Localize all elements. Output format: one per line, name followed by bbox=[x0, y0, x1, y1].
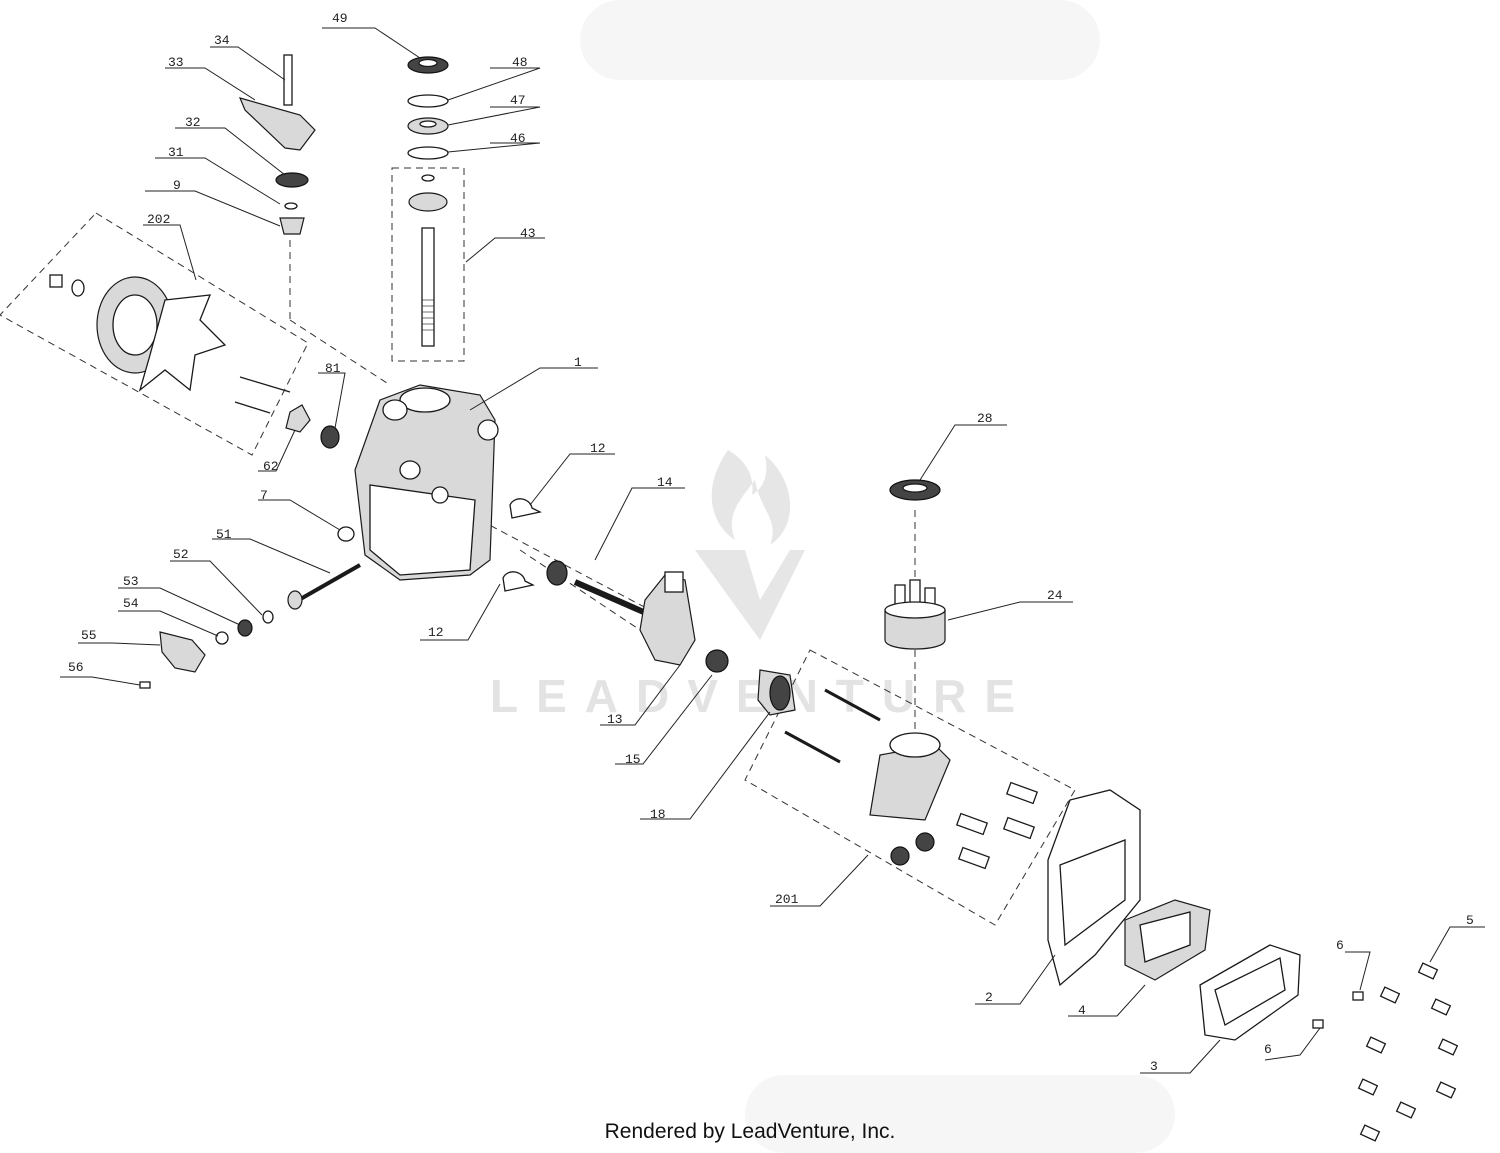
callout-81[interactable]: 81 bbox=[325, 361, 341, 376]
fan-blades[interactable] bbox=[138, 294, 227, 392]
callout-3[interactable]: 3 bbox=[1150, 1059, 1158, 1074]
callout-51[interactable]: 51 bbox=[216, 527, 232, 542]
callout-54[interactable]: 54 bbox=[123, 596, 139, 611]
fan-bolt[interactable] bbox=[49, 274, 63, 288]
callout-14[interactable]: 14 bbox=[657, 475, 673, 490]
watermark-text: LEADVENTURE bbox=[490, 670, 1033, 722]
part-12-clip[interactable] bbox=[502, 571, 535, 592]
callout-49[interactable]: 49 bbox=[332, 11, 348, 26]
part-32-seal[interactable] bbox=[275, 172, 309, 188]
part-24-block[interactable] bbox=[884, 609, 946, 650]
part-15-seal[interactable] bbox=[705, 649, 729, 673]
callout-labels: 49 48 47 46 43 34 33 32 31 9 202 1 81 62… bbox=[68, 11, 1474, 1074]
callout-48[interactable]: 48 bbox=[512, 55, 528, 70]
callout-24[interactable]: 24 bbox=[1047, 588, 1063, 603]
part-54-washer[interactable] bbox=[215, 631, 229, 645]
shaft-assembly-box bbox=[391, 167, 465, 362]
callout-202[interactable]: 202 bbox=[147, 212, 170, 227]
callout-43[interactable]: 43 bbox=[520, 226, 536, 241]
fan-pin bbox=[234, 401, 271, 414]
fan-pin bbox=[239, 376, 291, 393]
callout-15[interactable]: 15 bbox=[625, 752, 641, 767]
callout-52[interactable]: 52 bbox=[173, 547, 189, 562]
part-12-clip[interactable] bbox=[509, 498, 542, 519]
axis-line bbox=[289, 319, 391, 386]
part-6-screw[interactable] bbox=[1312, 1019, 1324, 1029]
part-81-bearing[interactable] bbox=[320, 425, 340, 449]
callout-12-upper[interactable]: 12 bbox=[590, 441, 606, 456]
fan-assembly-box bbox=[0, 212, 309, 456]
callout-33[interactable]: 33 bbox=[168, 55, 184, 70]
callout-47[interactable]: 47 bbox=[510, 93, 526, 108]
part-52-ring[interactable] bbox=[262, 610, 274, 624]
center-pin bbox=[824, 688, 881, 722]
callout-28[interactable]: 28 bbox=[977, 411, 993, 426]
callout-2[interactable]: 2 bbox=[985, 990, 993, 1005]
callout-32[interactable]: 32 bbox=[185, 115, 201, 130]
callout-6-upper[interactable]: 6 bbox=[1336, 938, 1344, 953]
callout-53[interactable]: 53 bbox=[123, 574, 139, 589]
center-bolts bbox=[955, 781, 1039, 870]
part-53-seal[interactable] bbox=[237, 619, 253, 637]
part-14-bearing[interactable] bbox=[546, 560, 568, 586]
part-34-bolt[interactable] bbox=[283, 54, 293, 106]
input-shaft[interactable] bbox=[421, 227, 435, 347]
part-62-hub[interactable] bbox=[285, 404, 311, 433]
part-14-shaft[interactable] bbox=[573, 579, 657, 620]
callout-7[interactable]: 7 bbox=[260, 488, 268, 503]
callout-12-lower[interactable]: 12 bbox=[428, 625, 444, 640]
part-31-washer[interactable] bbox=[284, 202, 298, 210]
part-46-ring[interactable] bbox=[407, 146, 449, 160]
callout-55[interactable]: 55 bbox=[81, 628, 97, 643]
callout-62[interactable]: 62 bbox=[263, 459, 279, 474]
callout-34[interactable]: 34 bbox=[214, 33, 230, 48]
part-6-screw[interactable] bbox=[1352, 991, 1364, 1001]
part-9-bushing[interactable] bbox=[279, 217, 305, 235]
check-valve[interactable] bbox=[890, 846, 910, 866]
part-7-plug[interactable] bbox=[337, 526, 355, 542]
background-shape bbox=[745, 1075, 1175, 1153]
callout-56[interactable]: 56 bbox=[68, 660, 84, 675]
part-5-bolts[interactable] bbox=[1357, 962, 1459, 1142]
center-section-box bbox=[744, 649, 1076, 926]
callout-18[interactable]: 18 bbox=[650, 807, 666, 822]
callout-201[interactable]: 201 bbox=[775, 892, 799, 907]
callout-31[interactable]: 31 bbox=[168, 145, 184, 160]
leader-lines bbox=[60, 27, 1485, 1074]
part-1-housing[interactable] bbox=[354, 384, 499, 581]
callout-5[interactable]: 5 bbox=[1466, 913, 1474, 928]
callout-4[interactable]: 4 bbox=[1078, 1003, 1086, 1018]
callout-13[interactable]: 13 bbox=[607, 712, 623, 727]
callout-46[interactable]: 46 bbox=[510, 131, 526, 146]
part-55-arm[interactable] bbox=[159, 631, 206, 673]
part-48-ring[interactable] bbox=[407, 94, 449, 108]
axis-line bbox=[519, 549, 641, 631]
background-shape bbox=[580, 0, 1100, 80]
callout-1[interactable]: 1 bbox=[574, 355, 582, 370]
callout-6-lower[interactable]: 6 bbox=[1264, 1042, 1272, 1057]
watermark-logo: LEADVENTURE bbox=[490, 450, 1033, 722]
shaft-bearing[interactable] bbox=[408, 192, 448, 212]
check-valve[interactable] bbox=[915, 832, 935, 852]
part-56-screw[interactable] bbox=[139, 681, 151, 689]
center-pin bbox=[784, 730, 841, 764]
footer-credit: Rendered by LeadVenture, Inc. bbox=[604, 1120, 896, 1143]
callout-9[interactable]: 9 bbox=[173, 178, 181, 193]
part-33-arm[interactable] bbox=[238, 97, 316, 151]
